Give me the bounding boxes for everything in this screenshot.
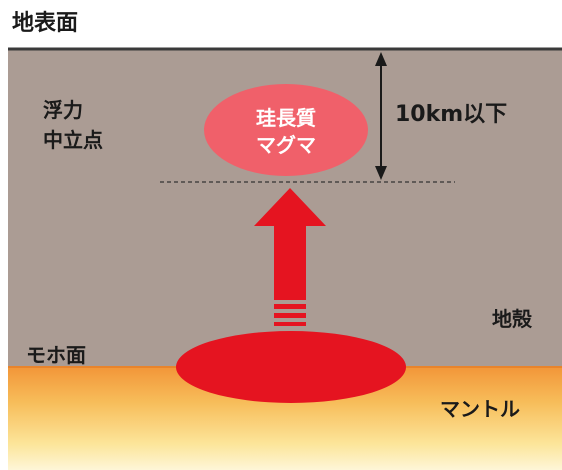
depth-label: 10km以下 <box>395 102 507 127</box>
buoyancy-label-line1: 浮力 <box>43 98 83 122</box>
rising-magma-arrow <box>254 188 326 326</box>
sky-area <box>0 0 562 48</box>
magma-label-line1: 珪長質 <box>256 106 316 130</box>
depth-arrow <box>375 52 387 180</box>
magma-label-line2: マグマ <box>256 133 316 157</box>
buoyancy-label-line2: 中立点 <box>43 128 103 152</box>
felsic-magma-chamber <box>204 84 368 176</box>
deep-magma-body <box>176 331 406 403</box>
surface-label: 地表面 <box>12 11 78 36</box>
mantle-label: マントル <box>440 397 520 421</box>
crust-label: 地殻 <box>492 307 533 331</box>
moho-label: モホ面 <box>26 343 86 367</box>
